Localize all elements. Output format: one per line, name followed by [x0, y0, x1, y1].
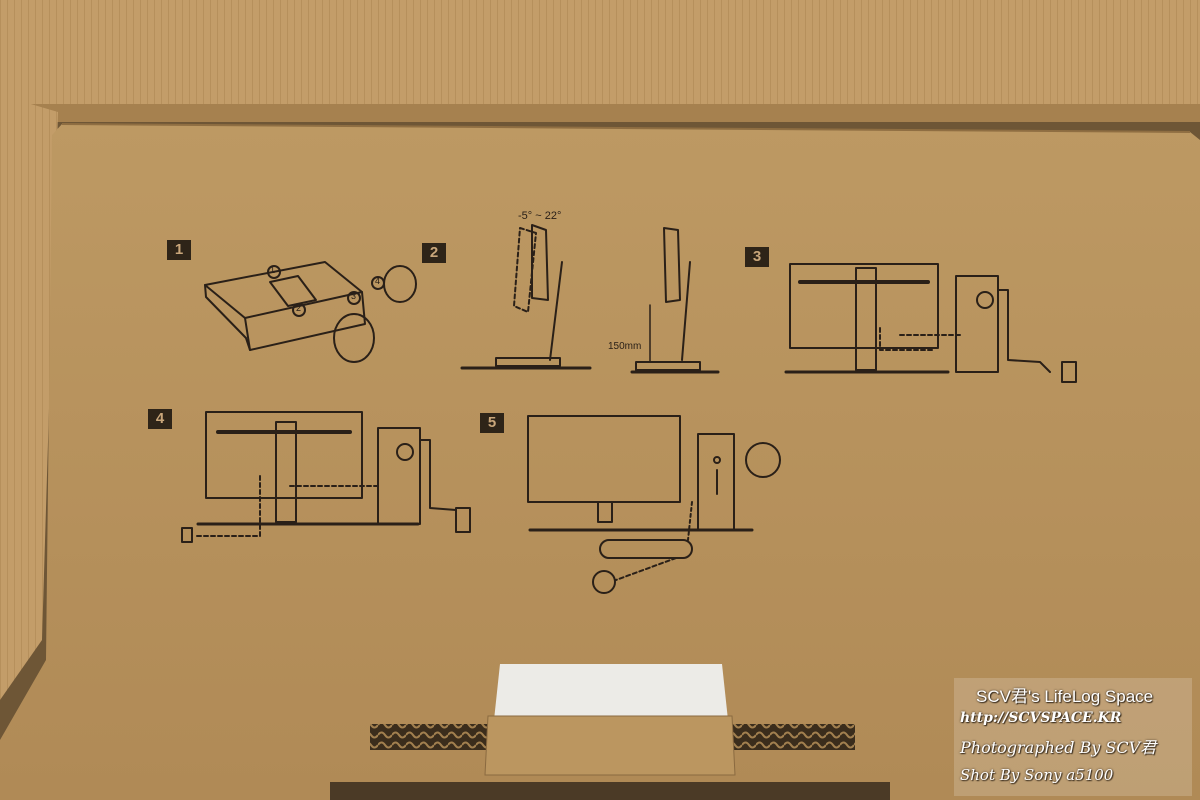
- callout-1: 1: [270, 265, 276, 275]
- step-number-1: 1: [167, 240, 191, 260]
- step3-drawing: [784, 263, 1077, 383]
- top-flap: [0, 0, 1200, 112]
- step1-drawing: [204, 261, 417, 363]
- step-number-5: 5: [480, 413, 504, 433]
- instruction-panel: [0, 124, 1200, 800]
- step-number-3: 3: [745, 247, 769, 267]
- step4-drawing: [181, 411, 471, 543]
- foam-insert: [494, 664, 728, 720]
- left-wall: [0, 95, 58, 700]
- watermark-photographer: Photographed By SCV君: [960, 738, 1157, 757]
- watermark: SCV君's LifeLog Space http://SCVSPACE.KR …: [954, 678, 1192, 796]
- watermark-title: SCV君's LifeLog Space: [976, 687, 1154, 706]
- step5-drawing: [527, 415, 781, 594]
- height-range-label: 150mm: [608, 341, 642, 352]
- callout-2: 2: [296, 303, 302, 313]
- callout-3: 3: [351, 291, 357, 301]
- step-number-4: 4: [148, 409, 172, 429]
- step2-drawing: [460, 224, 720, 374]
- step-number-2: 2: [422, 243, 446, 263]
- tilt-range-label: -5° ~ 22°: [518, 210, 562, 222]
- handle-tab: [484, 715, 736, 776]
- watermark-url: http://SCVSPACE.KR: [960, 710, 1122, 726]
- callout-4: 4: [375, 276, 381, 286]
- watermark-camera: Shot By Sony a5100: [960, 766, 1114, 784]
